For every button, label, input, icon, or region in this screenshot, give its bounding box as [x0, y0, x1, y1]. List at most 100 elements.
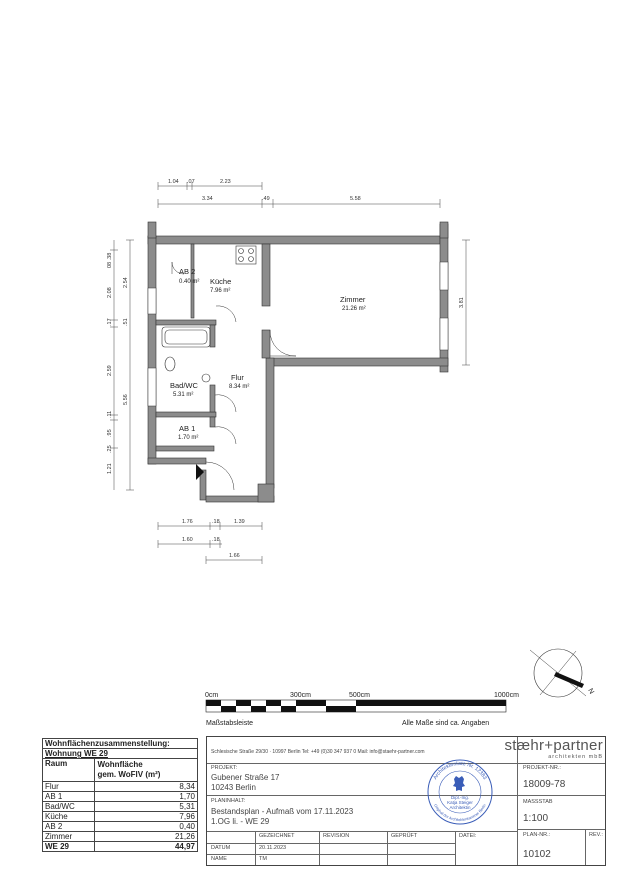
- dim-top-2: .07: [187, 179, 195, 185]
- brand-name: stæhr+partner: [504, 737, 603, 754]
- dim-bottom-5: .18: [212, 537, 220, 543]
- project-no-label: PROJEKT-NR.:: [523, 765, 561, 771]
- bottom-dimension-chains: [157, 522, 263, 564]
- summary-col-area: Wohnfläche gem. WoFlV (m²): [94, 758, 198, 782]
- room-ab1-name: AB 1: [179, 424, 195, 433]
- room-bath-area: 5.31 m²: [173, 392, 193, 398]
- architect-stamp: Architektenliste Nr. 12383 Original der …: [427, 759, 493, 825]
- row-name-label: NAME: [211, 856, 227, 862]
- dim-top-6: 5.58: [350, 196, 361, 202]
- doors: [171, 261, 297, 491]
- entrance-arrow-icon: [196, 464, 204, 480]
- dim-top-4: 3.34: [202, 196, 213, 202]
- dim-top-5: .49: [262, 196, 270, 202]
- windows: [147, 261, 449, 407]
- stamp-line1: Dipl.-Ing.: [451, 795, 469, 800]
- compass-circle: [533, 648, 583, 698]
- left-dimension-chains: [110, 239, 134, 491]
- dim-left-j: 1.21: [107, 463, 113, 474]
- row-date-value: 20.11.2023: [259, 845, 287, 851]
- summary-area: 21,26: [94, 831, 198, 842]
- summary-col-area-line2: gem. WoFlV (m²): [97, 770, 161, 779]
- summary-area: 8,34: [94, 781, 198, 792]
- summary-total-label: WE 29: [41, 841, 96, 852]
- dim-left-d: .17: [107, 318, 113, 326]
- col-revision: REVISION: [323, 833, 350, 839]
- title-block: Schlesische Straße 29/30 · 10997 Berlin …: [206, 736, 606, 866]
- dim-bottom-2: .18: [212, 519, 220, 525]
- scale-caption: Maßstabsleiste: [206, 720, 253, 727]
- summary-title: Wohnflächenzusammenstellung:: [42, 738, 198, 749]
- summary-col-area-line1: Wohnfläche: [97, 760, 143, 769]
- room-kitchen-area: 7.96 m²: [210, 288, 230, 294]
- fixtures: [161, 245, 257, 383]
- room-bath-name: Bad/WC: [170, 381, 199, 390]
- summary-area: 5,31: [94, 801, 198, 812]
- summary-room: Bad/WC: [41, 801, 96, 812]
- summary-total-value: 44,97: [94, 841, 198, 852]
- dim-left-b: 2.08: [107, 287, 113, 298]
- berlin-bear-icon: [453, 776, 465, 791]
- scale-tick-0: 0cm: [205, 692, 218, 699]
- project-label: PROJEKT:: [211, 765, 238, 771]
- dim-left-outer: 5.56: [123, 394, 129, 405]
- dim-right: 3.81: [459, 297, 465, 308]
- compass-label: N: [586, 688, 595, 696]
- room-zimmer-name: Zimmer: [340, 295, 366, 304]
- summary-col-room: Raum: [41, 758, 96, 782]
- col-checked: GEPRÜFT: [391, 833, 418, 839]
- scale-bar: 0cm 300cm 500cm 1000cm Maßstabsleiste Al…: [205, 692, 519, 727]
- scale-tick-500: 500cm: [349, 692, 370, 699]
- dim-left-c: 2.54: [123, 277, 129, 288]
- project-line1: Gubener Straße 17: [211, 773, 280, 782]
- room-ab2-name: AB 2: [179, 267, 195, 276]
- scale-tick-300: 300cm: [290, 692, 311, 699]
- right-dimension-chain: [462, 239, 470, 366]
- content-line1: Bestandsplan - Aufmaß vom 17.11.2023: [211, 807, 354, 816]
- walls: [147, 221, 449, 503]
- summary-area: 0,40: [94, 821, 198, 832]
- dim-bottom-3: 1.39: [234, 519, 245, 525]
- brand-logo: stæhr+partner architekten mbB: [504, 737, 603, 761]
- content-label: PLANINHALT:: [211, 798, 246, 804]
- room-ab1-area: 1.70 m²: [178, 435, 198, 441]
- project-line2: 10243 Berlin: [211, 783, 256, 792]
- plan-no-label: PLAN-NR.:: [523, 832, 551, 838]
- stamp-line2: Katja Steiger: [447, 800, 473, 805]
- summary-room: Flur: [41, 781, 96, 792]
- dim-bottom-6: 1.66: [229, 553, 240, 559]
- summary-room: Küche: [41, 811, 96, 822]
- room-zimmer-area: 21.26 m²: [342, 306, 366, 312]
- dim-left-a: 08 .38: [107, 253, 113, 268]
- brand-subtitle: architekten mbB: [548, 754, 603, 760]
- summary-unit: Wohnung WE 29: [42, 748, 198, 759]
- office-address: Schlesische Straße 29/30 · 10997 Berlin …: [211, 749, 425, 755]
- scale-tick-1000: 1000cm: [494, 692, 519, 699]
- area-summary-table: Wohnflächenzusammenstellung: Wohnung WE …: [41, 738, 198, 852]
- north-arrow-icon: [554, 672, 584, 688]
- dim-bottom-1: 1.76: [182, 519, 193, 525]
- summary-room: Zimmer: [41, 831, 96, 842]
- content-line2: 1.OG li. - WE 29: [211, 817, 270, 826]
- dim-left-f: 2.59: [107, 365, 113, 376]
- dim-left-g: .11: [107, 411, 113, 418]
- stove-icon: [235, 245, 257, 265]
- scale-label: MASSSTAB: [523, 799, 553, 805]
- summary-room: AB 2: [41, 821, 96, 832]
- room-ab2-area: 0.40 m²: [179, 279, 199, 285]
- bathtub-icon: [161, 326, 211, 348]
- summary-room: AB 1: [41, 791, 96, 802]
- sink-icon: [201, 373, 211, 383]
- col-drawn: GEZEICHNET: [259, 833, 295, 839]
- area-summary: Wohnflächenzusammenstellung: Wohnung WE …: [41, 738, 198, 852]
- rev-label: REV.:: [589, 832, 603, 838]
- dim-left-e: .51: [123, 318, 129, 326]
- dim-top-3: 2.23: [220, 179, 231, 185]
